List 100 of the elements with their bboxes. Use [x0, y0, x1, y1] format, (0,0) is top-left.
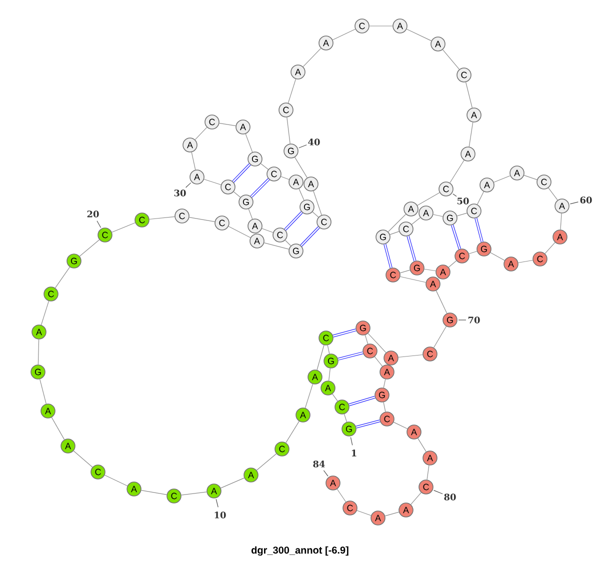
base-pair-line	[250, 178, 270, 198]
backbone-line	[262, 228, 274, 233]
backbone-line	[424, 268, 436, 272]
backbone-line	[418, 438, 426, 452]
backbone-line	[233, 191, 241, 198]
position-number: 1	[350, 437, 356, 456]
backbone-line	[228, 226, 251, 238]
backbone-line	[245, 134, 253, 152]
position-number: 80	[434, 490, 456, 500]
backbone-line	[294, 157, 308, 178]
base-pair-line	[348, 396, 376, 406]
base-pair-line	[284, 211, 303, 231]
base-pair-line	[406, 236, 416, 262]
backbone-line	[316, 344, 324, 370]
backbone-line	[466, 82, 472, 108]
backbone-line	[264, 242, 290, 250]
backbone-line	[194, 127, 208, 140]
backbone-line	[336, 488, 346, 502]
position-number: 70	[458, 316, 480, 324]
backbone-line	[112, 222, 136, 233]
backbone-line	[393, 422, 408, 430]
backbone-line	[302, 48, 322, 67]
backbone-line	[383, 402, 386, 412]
backbone-line	[524, 175, 538, 180]
backbone-line	[356, 510, 372, 516]
backbone-line	[260, 163, 268, 170]
backbone-line	[219, 122, 236, 126]
position-number: 84	[313, 460, 328, 476]
base-pair-line	[300, 226, 320, 247]
backbone-line	[433, 326, 447, 348]
base-pair-line	[332, 328, 356, 338]
position-number: 10	[214, 498, 226, 518]
backbone-line	[448, 260, 457, 268]
backbone-line	[450, 160, 464, 184]
backbone-line	[426, 465, 430, 480]
backbone-line	[388, 214, 406, 232]
base-pair-line	[338, 352, 364, 360]
backbone-line	[328, 368, 330, 381]
backbone-line	[548, 188, 558, 200]
backbone-line	[51, 417, 65, 440]
backbone-line	[332, 28, 356, 40]
backbone-line	[436, 290, 448, 314]
base-pair-line	[356, 420, 380, 428]
backbone-line	[256, 453, 277, 471]
backbone-line	[298, 188, 304, 201]
backbone-line	[248, 208, 253, 220]
backbone-line	[280, 176, 290, 180]
backbone-line	[73, 450, 93, 468]
backbone-line	[288, 78, 296, 104]
backbone-line	[286, 117, 290, 144]
backbone-line	[400, 276, 426, 283]
backbone-line	[104, 474, 128, 486]
base-pair-line	[232, 163, 251, 183]
backbone-line	[38, 339, 40, 365]
caption: dgr_300_annot [-6.9]	[252, 546, 348, 556]
backbone-line	[468, 122, 474, 147]
backbone-line	[204, 178, 222, 186]
backbone-line	[149, 216, 175, 220]
position-number: 20	[87, 210, 102, 228]
backbone-line	[181, 492, 207, 496]
backbone-line	[312, 212, 319, 218]
backbone-line	[518, 260, 533, 264]
backbone-line	[220, 478, 245, 488]
backbone-line	[411, 217, 421, 225]
backbone-line	[490, 252, 505, 261]
backbone-line	[560, 213, 562, 230]
backbone-line	[494, 175, 510, 183]
backbone-line	[364, 334, 368, 344]
position-number: 60	[570, 196, 592, 204]
backbone-line	[383, 378, 386, 388]
position-number: 30	[174, 182, 192, 196]
backbone-line	[327, 344, 330, 354]
backbone-line	[432, 214, 444, 217]
backbone-line	[398, 354, 423, 358]
backbone-line	[368, 333, 386, 353]
backbone-line	[40, 300, 50, 326]
backbone-line	[54, 266, 70, 288]
backbone-line	[468, 250, 478, 254]
backbone-line	[400, 270, 410, 274]
backbone-line	[40, 378, 46, 404]
backbone-line	[344, 414, 348, 422]
backbone-line	[374, 356, 383, 367]
backbone-line	[304, 384, 314, 408]
backbone-line	[410, 492, 422, 505]
backbone-line	[332, 394, 338, 402]
backbone-line	[79, 239, 100, 257]
backbone-line	[286, 421, 300, 443]
backbone-line	[140, 490, 168, 496]
base-pair-line	[451, 224, 462, 250]
position-number: 50	[452, 194, 469, 204]
base-pair-line	[474, 218, 484, 242]
backbone-line	[284, 240, 292, 246]
backbone-line	[417, 192, 440, 206]
backbone-line	[442, 49, 460, 70]
position-number: 40	[298, 138, 320, 148]
backbone-line	[406, 28, 432, 42]
base-pair-line	[384, 244, 392, 268]
backbone-line	[191, 152, 196, 170]
backbone-line	[390, 231, 400, 235]
backbone-line	[189, 216, 216, 222]
